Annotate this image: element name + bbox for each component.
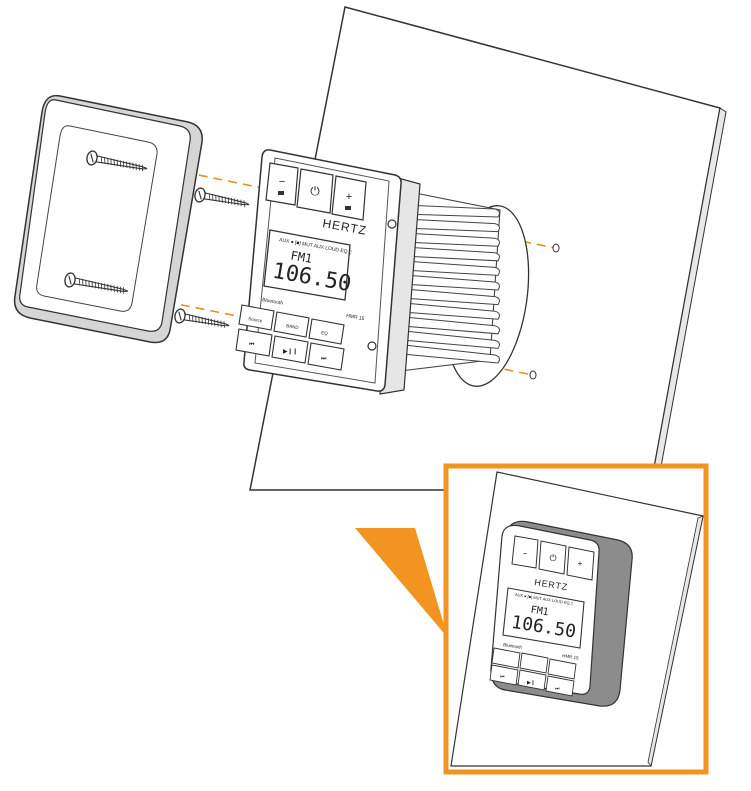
lcd-band: FM1	[289, 248, 313, 266]
svg-text:⏻: ⏻	[549, 553, 556, 563]
callout-wedge	[355, 528, 448, 638]
screws	[64, 150, 250, 328]
svg-text:⏮: ⏮	[500, 674, 505, 680]
heatsink-body	[391, 189, 501, 373]
inset-bluetooth-label: Bluetooth	[503, 642, 523, 650]
power-button[interactable]: ⏻	[296, 168, 334, 214]
bezel-frame	[13, 94, 203, 344]
inset-lcd-band: FM1	[530, 605, 550, 619]
inset-detail: − ⏻ + HERTZ AUX ● [■] MUT AUX LOUD EQ ▯ …	[443, 463, 709, 775]
heatsink-fin	[401, 330, 500, 349]
power-icon: ⏻	[310, 184, 320, 198]
screw-icon	[174, 308, 230, 328]
svg-text:+: +	[578, 559, 583, 568]
plus-label: +	[346, 191, 352, 203]
screw-icon	[86, 150, 148, 172]
heatsink-fin	[401, 204, 500, 218]
bluetooth-label: Bluetooth	[262, 297, 284, 307]
svg-text:−: −	[523, 549, 528, 558]
source-label: Source	[248, 316, 263, 323]
model-label: HMR 15	[346, 313, 365, 322]
heatsink-fin	[401, 302, 500, 320]
svg-text:⏭: ⏭	[555, 686, 560, 692]
eq-button[interactable]: EQ	[308, 318, 345, 345]
screw-icon	[64, 272, 129, 294]
svg-text:▶❙: ▶❙	[527, 680, 535, 686]
play-pause-icon: ▶❙❙	[283, 348, 298, 355]
radio-front-panel: − ⏻ + HERTZ AUX ● [■] MUT AUX LOUD EQ ▯ …	[235, 149, 421, 395]
screw-icon	[194, 187, 250, 207]
prev-button[interactable]: ⏮	[235, 328, 273, 357]
heatsink-fin	[401, 260, 500, 276]
plus-button[interactable]: +	[331, 175, 367, 221]
heatsink-fin	[401, 218, 500, 233]
minus-label: −	[279, 176, 285, 188]
heatsink-fin	[401, 232, 500, 247]
wall-holes	[529, 243, 560, 380]
heatsink-fin	[401, 274, 500, 291]
source-button[interactable]: Source	[238, 304, 275, 331]
heatsink-fin	[401, 246, 500, 262]
play-pause-button[interactable]: ▶❙❙	[271, 335, 309, 364]
prev-icon: ⏮	[249, 342, 255, 348]
heatsink-fin	[401, 344, 500, 364]
band-label: BAND	[286, 323, 300, 330]
eq-label: EQ	[321, 330, 329, 336]
inset-lcd-display	[502, 587, 585, 649]
lcd-display	[263, 229, 351, 301]
inset-bottom-buttons	[489, 647, 577, 697]
heatsink-fin	[401, 288, 500, 306]
next-button[interactable]: ⏭	[307, 342, 345, 371]
band-button[interactable]: BAND	[273, 311, 310, 338]
inset-model-label: HMR 15	[562, 653, 580, 661]
next-icon: ⏭	[321, 356, 327, 362]
heatsink-fin	[401, 316, 500, 335]
inset-top-buttons	[511, 535, 595, 581]
minus-button[interactable]: −	[265, 162, 299, 206]
